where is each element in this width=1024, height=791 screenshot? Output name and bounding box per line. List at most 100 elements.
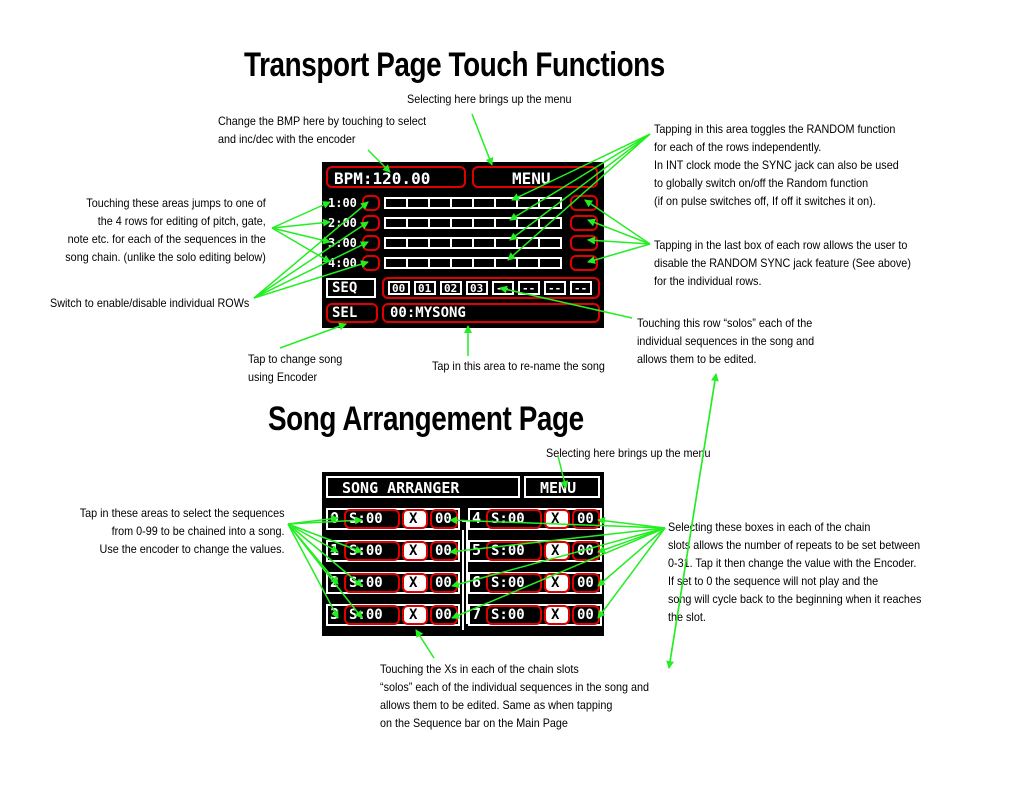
chain-slot: 6 S:00 X 00 xyxy=(468,572,602,594)
slot-repeats-value: 00 xyxy=(577,511,594,527)
row-last-box[interactable] xyxy=(570,195,598,211)
row-steps[interactable] xyxy=(384,217,562,229)
x-icon: X xyxy=(551,607,560,623)
x-icon: X xyxy=(409,607,418,623)
slot-x[interactable]: X xyxy=(402,509,428,529)
seq-cell[interactable]: -- xyxy=(570,281,592,295)
seq-cell[interactable]: -- xyxy=(544,281,566,295)
row-steps[interactable] xyxy=(384,197,562,209)
slot-repeats[interactable]: 00 xyxy=(572,605,600,625)
x-icon: X xyxy=(551,511,560,527)
song-arrangement-title: Song Arrangement Page xyxy=(268,400,584,438)
transport-page-title: Transport Page Touch Functions xyxy=(244,46,665,84)
slot-repeats[interactable]: 00 xyxy=(430,573,458,593)
seq-cell[interactable]: 00 xyxy=(388,281,410,295)
row-steps[interactable] xyxy=(384,237,562,249)
slot-x[interactable]: X xyxy=(544,541,570,561)
slot-repeats[interactable]: 00 xyxy=(430,605,458,625)
slot-sequence[interactable]: S:00 xyxy=(344,509,400,529)
row-last-box[interactable] xyxy=(570,215,598,231)
slot-sequence[interactable]: S:00 xyxy=(344,541,400,561)
slot-repeats-value: 00 xyxy=(577,607,594,623)
seq-cell[interactable]: 02 xyxy=(440,281,462,295)
slot-sequence[interactable]: S:00 xyxy=(486,605,542,625)
menu-button[interactable]: MENU xyxy=(472,166,598,188)
slot-x[interactable]: X xyxy=(402,605,428,625)
row-toggle[interactable] xyxy=(362,255,380,271)
note-switch-rows: Switch to enable/disable individual ROWs xyxy=(50,296,250,310)
row-4: 4:00 xyxy=(322,254,604,274)
slot-x[interactable]: X xyxy=(544,605,570,625)
slot-repeats-value: 00 xyxy=(435,575,452,591)
slot-index: 1 xyxy=(330,541,340,559)
slot-sequence-value: S:00 xyxy=(349,575,383,591)
seq-cell-value: 03 xyxy=(470,282,484,295)
slot-x[interactable]: X xyxy=(544,509,570,529)
seq-cell[interactable]: 03 xyxy=(466,281,488,295)
slot-repeats[interactable]: 00 xyxy=(430,509,458,529)
row-toggle[interactable] xyxy=(362,235,380,251)
seq-cell[interactable]: 01 xyxy=(414,281,436,295)
x-icon: X xyxy=(551,543,560,559)
slot-index: 6 xyxy=(472,573,482,591)
arranger-header: SONG ARRANGER xyxy=(326,476,520,498)
row-label[interactable]: 4:00 xyxy=(328,256,357,270)
slot-x[interactable]: X xyxy=(402,541,428,561)
arrow xyxy=(597,527,666,554)
note-menu: Selecting here brings up the menu xyxy=(407,92,572,106)
slot-sequence-value: S:00 xyxy=(491,575,525,591)
slot-sequence[interactable]: S:00 xyxy=(344,573,400,593)
row-toggle[interactable] xyxy=(362,195,380,211)
arranger-screen: SONG ARRANGER MENU 0 S:00 X 00 1 S xyxy=(322,472,604,636)
note-repeats: Selecting these boxes in each of the cha… xyxy=(668,520,922,624)
x-icon: X xyxy=(409,575,418,591)
slot-repeats[interactable]: 00 xyxy=(430,541,458,561)
row-steps[interactable] xyxy=(384,257,562,269)
seq-cell[interactable]: -- xyxy=(518,281,540,295)
note-last-box: Tapping in the last box of each row allo… xyxy=(654,238,911,288)
arrow xyxy=(597,516,666,529)
row-last-box[interactable] xyxy=(570,255,598,271)
row-label[interactable]: 2:00 xyxy=(328,216,357,230)
chain-slot: 4 S:00 X 00 xyxy=(468,508,602,530)
chain-connector xyxy=(462,530,464,630)
arrow xyxy=(597,527,666,587)
slot-repeats[interactable]: 00 xyxy=(572,509,600,529)
bpm-field[interactable]: BPM:120.00 xyxy=(326,166,466,188)
slot-sequence[interactable]: S:00 xyxy=(486,573,542,593)
slot-repeats-value: 00 xyxy=(435,511,452,527)
bpm-label: BPM:120.00 xyxy=(334,169,431,188)
slot-index: 7 xyxy=(472,605,482,623)
seq-label-box: SEQ xyxy=(326,278,376,298)
transport-screen: BPM:120.00 MENU 1:00 2:00 3:00 4:00 SEQ … xyxy=(322,162,604,328)
seq-bar[interactable]: 00 01 02 03 -- -- -- -- xyxy=(382,277,600,299)
row-2: 2:00 xyxy=(322,214,604,234)
slot-sequence[interactable]: S:00 xyxy=(344,605,400,625)
x-icon: X xyxy=(551,575,560,591)
slot-repeats[interactable]: 00 xyxy=(572,573,600,593)
slot-sequence-value: S:00 xyxy=(491,543,525,559)
row-label[interactable]: 1:00 xyxy=(328,196,357,210)
seq-cell-value: -- xyxy=(522,282,536,295)
menu-button[interactable]: MENU xyxy=(524,476,600,498)
slot-x[interactable]: X xyxy=(402,573,428,593)
arranger-header-label: SONG ARRANGER xyxy=(342,479,460,497)
slot-repeats-value: 00 xyxy=(577,575,594,591)
slot-repeats[interactable]: 00 xyxy=(572,541,600,561)
row-last-box[interactable] xyxy=(570,235,598,251)
row-toggle[interactable] xyxy=(362,215,380,231)
slot-sequence[interactable]: S:00 xyxy=(486,541,542,561)
seq-cell[interactable]: -- xyxy=(492,281,514,295)
row-label[interactable]: 3:00 xyxy=(328,236,357,250)
slot-sequence-value: S:00 xyxy=(349,607,383,623)
song-name-field[interactable]: 00:MYSONG xyxy=(382,303,600,323)
sel-button[interactable]: SEL xyxy=(326,303,378,323)
note-change-song: Tap to change song using Encoder xyxy=(248,352,343,384)
x-icon: X xyxy=(409,511,418,527)
slot-sequence[interactable]: S:00 xyxy=(486,509,542,529)
song-name: 00:MYSONG xyxy=(390,305,466,321)
seq-cell-value: 00 xyxy=(392,282,406,295)
note-xs: Touching the Xs in each of the chain slo… xyxy=(380,662,649,730)
slot-x[interactable]: X xyxy=(544,573,570,593)
seq-cell-value: 01 xyxy=(418,282,432,295)
